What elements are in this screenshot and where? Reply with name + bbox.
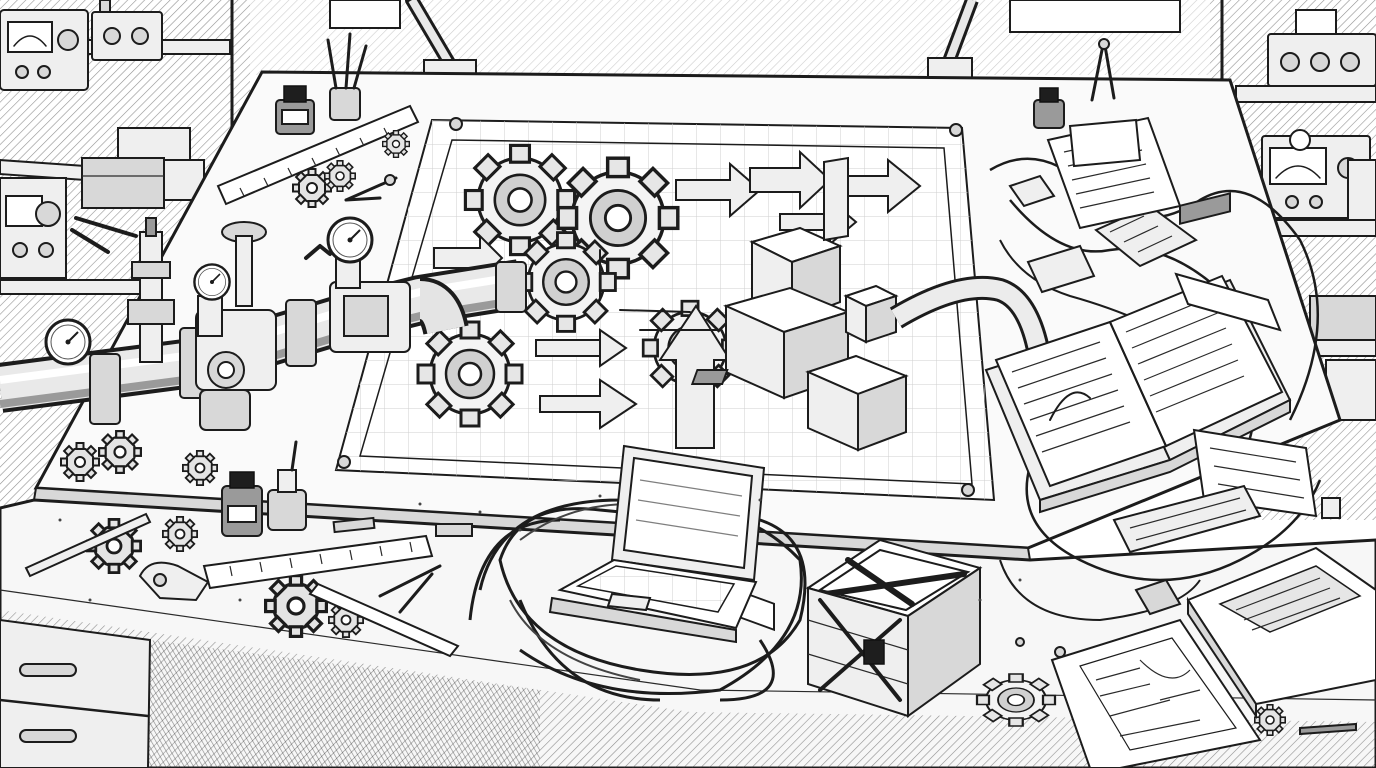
gear-icon [97, 430, 142, 474]
compass-icon [1090, 38, 1116, 102]
radio-device-icon [0, 9, 89, 91]
gear-icon [975, 672, 1057, 728]
stacked-boxes-icon [81, 127, 205, 209]
connector [1321, 497, 1341, 519]
valve-block [329, 281, 411, 353]
schematic-papers [1050, 618, 1262, 768]
gear-icon [161, 516, 199, 552]
pressure-gauge-icon [193, 263, 231, 301]
ink-bottle-icon [267, 440, 307, 531]
wooden-crate-icon [805, 538, 983, 718]
tape-measure-icon [138, 561, 210, 602]
cable [889, 275, 1052, 363]
sticky-note [1068, 118, 1142, 168]
gear-icon [1254, 703, 1286, 737]
ink-bottle-icon [221, 471, 263, 537]
ink-bottle-icon [1033, 87, 1065, 129]
arrow-right-icon [675, 161, 762, 219]
laptop-icon [548, 444, 766, 644]
pipe-system [0, 216, 527, 431]
pliers-icon [70, 216, 138, 254]
small-box-icon [91, 0, 163, 61]
cable-tangle [468, 498, 807, 702]
compass-icon [344, 174, 398, 202]
gear-icon [181, 449, 219, 487]
pressure-gauge-icon [44, 318, 92, 366]
closed-book-icon [1186, 546, 1376, 720]
meter-device-icon [0, 177, 67, 279]
pressure-gauge-icon [326, 216, 374, 264]
arrow-right-icon [539, 378, 638, 430]
surface-speckle [58, 494, 1022, 602]
pen-icon [1299, 722, 1357, 736]
ruler-icon [202, 534, 434, 590]
pen-holder-icon [326, 32, 368, 121]
gear-icon [382, 129, 410, 159]
left-shelves [0, 0, 234, 522]
ruler-icon [216, 104, 420, 206]
gear-icon [323, 160, 357, 192]
pencil-icon [24, 512, 152, 578]
circuit-board-icon [1134, 578, 1182, 616]
circuit-board-icon [1008, 174, 1056, 208]
valve-handwheel-icon [221, 221, 267, 307]
oscilloscope-icon [1267, 9, 1376, 87]
arrow-right-icon [749, 149, 832, 211]
compass-icon [378, 564, 442, 614]
ruler-icon [308, 582, 460, 658]
electronic-module-icon [1112, 192, 1262, 554]
ink-bottle-icon [275, 85, 315, 135]
gear-icon [416, 320, 524, 428]
circuit-board-icon [1026, 244, 1096, 294]
vertical-riser [127, 217, 175, 363]
block-cubes [690, 156, 909, 632]
desk-drawers [0, 618, 540, 768]
pin-icon [1015, 637, 1066, 658]
gear-icon [60, 442, 100, 482]
